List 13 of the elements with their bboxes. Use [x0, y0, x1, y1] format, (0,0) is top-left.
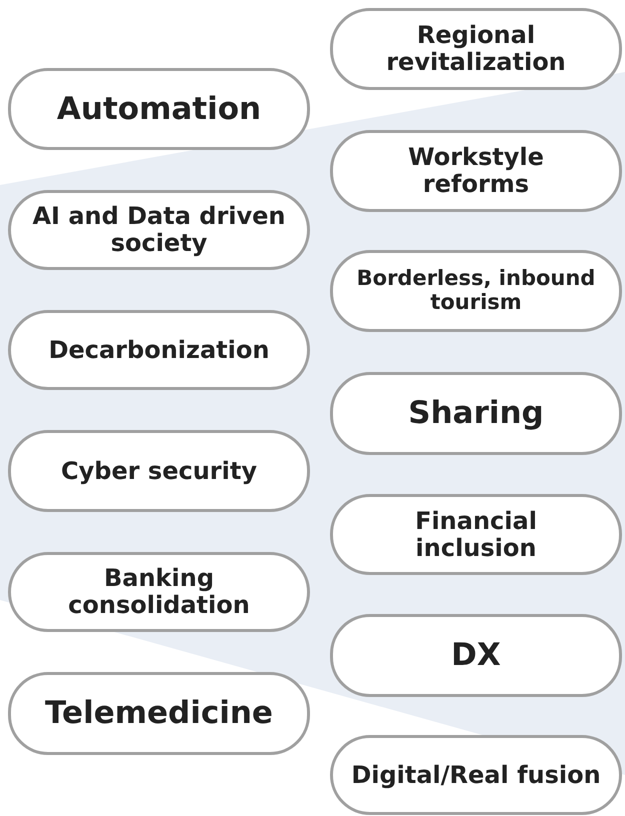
topic-label: AI and Data driven society: [31, 203, 287, 257]
topic-label: Regional revitalization: [385, 22, 567, 76]
topic-label: Automation: [56, 92, 262, 126]
topic-label: Banking consolidation: [67, 565, 251, 619]
topic-label: Cyber security: [61, 458, 257, 484]
topic-label: DX: [451, 638, 501, 673]
topic-label: Digital/Real fusion: [351, 762, 601, 788]
topic-label: Sharing: [408, 396, 544, 431]
topic-label: Decarbonization: [48, 336, 270, 364]
topic-label: Financial inclusion: [414, 508, 538, 562]
topic-label: Telemedicine: [45, 696, 273, 731]
topic-label: Borderless, inbound tourism: [356, 267, 596, 315]
topic-label: Workstyle reforms: [407, 144, 545, 198]
